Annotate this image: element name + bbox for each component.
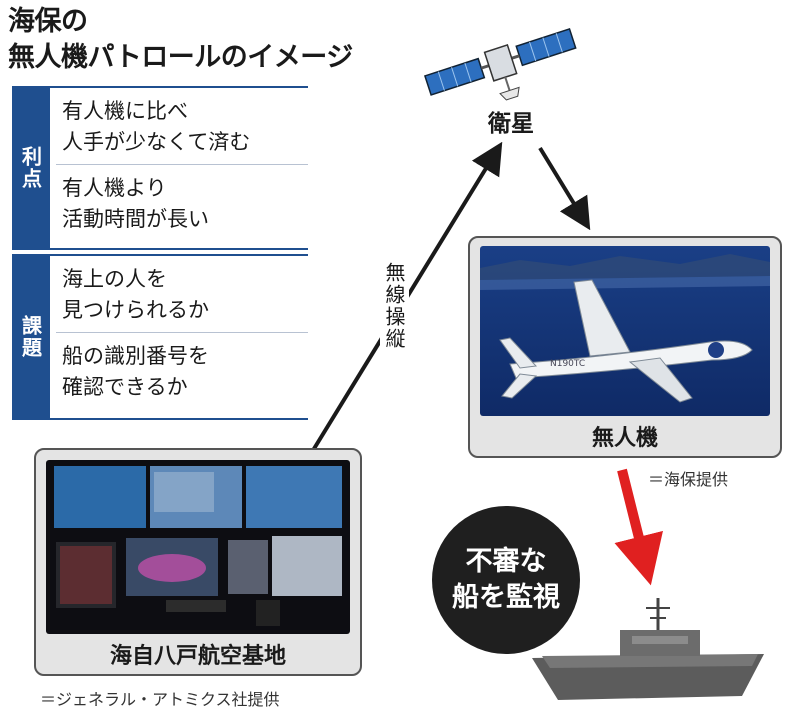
- base-caption: 海自八戸航空基地: [109, 644, 286, 669]
- drone-photo: N190TC: [480, 246, 770, 416]
- issue-item: 船の識別番号を 確認できるか: [56, 332, 308, 409]
- benefits-group: 利点 有人機に比べ 人手が少なくて済む 有人機より 活動時間が長い: [12, 86, 308, 250]
- drone-image: N190TC: [480, 246, 770, 416]
- benefit-item: 有人機より 活動時間が長い: [56, 164, 308, 241]
- monitor-arrow: [614, 468, 663, 586]
- drone-credit: ＝海保提供: [648, 470, 729, 489]
- issues-group: 課題 海上の人を 見つけられるか 船の識別番号を 確認できるか: [12, 254, 308, 420]
- title-line-1: 海保の: [8, 6, 88, 37]
- satellite-label: 衛星: [488, 111, 534, 137]
- satellite: [420, 18, 580, 108]
- page-title: 海保の 無人機パトロールのイメージ: [8, 4, 353, 76]
- remote-control-label: 無線操縦: [380, 258, 409, 354]
- issue-item: 海上の人を 見つけられるか: [62, 267, 209, 322]
- svg-text:N190TC: N190TC: [550, 359, 585, 369]
- benefit-item: 有人機に比べ 人手が少なくて済む: [62, 99, 251, 154]
- monitor-bubble: 不審な 船を監視: [432, 506, 580, 654]
- downlink-arrow: [538, 146, 591, 231]
- issues-label: 課題: [12, 256, 50, 418]
- control-room-photo: [46, 460, 350, 634]
- base-panel: 海自八戸航空基地: [34, 448, 362, 676]
- ship-icon: [532, 598, 764, 700]
- control-station-image: [46, 460, 350, 634]
- drone-caption: 無人機: [591, 426, 658, 451]
- title-line-2: 無人機パトロールのイメージ: [8, 42, 353, 73]
- satellite-icon: [423, 28, 577, 101]
- benefits-label: 利点: [12, 88, 50, 248]
- base-credit: ＝ジェネラル・アトミクス社提供: [40, 690, 280, 709]
- drone-panel: N190TC 無人機: [468, 236, 782, 458]
